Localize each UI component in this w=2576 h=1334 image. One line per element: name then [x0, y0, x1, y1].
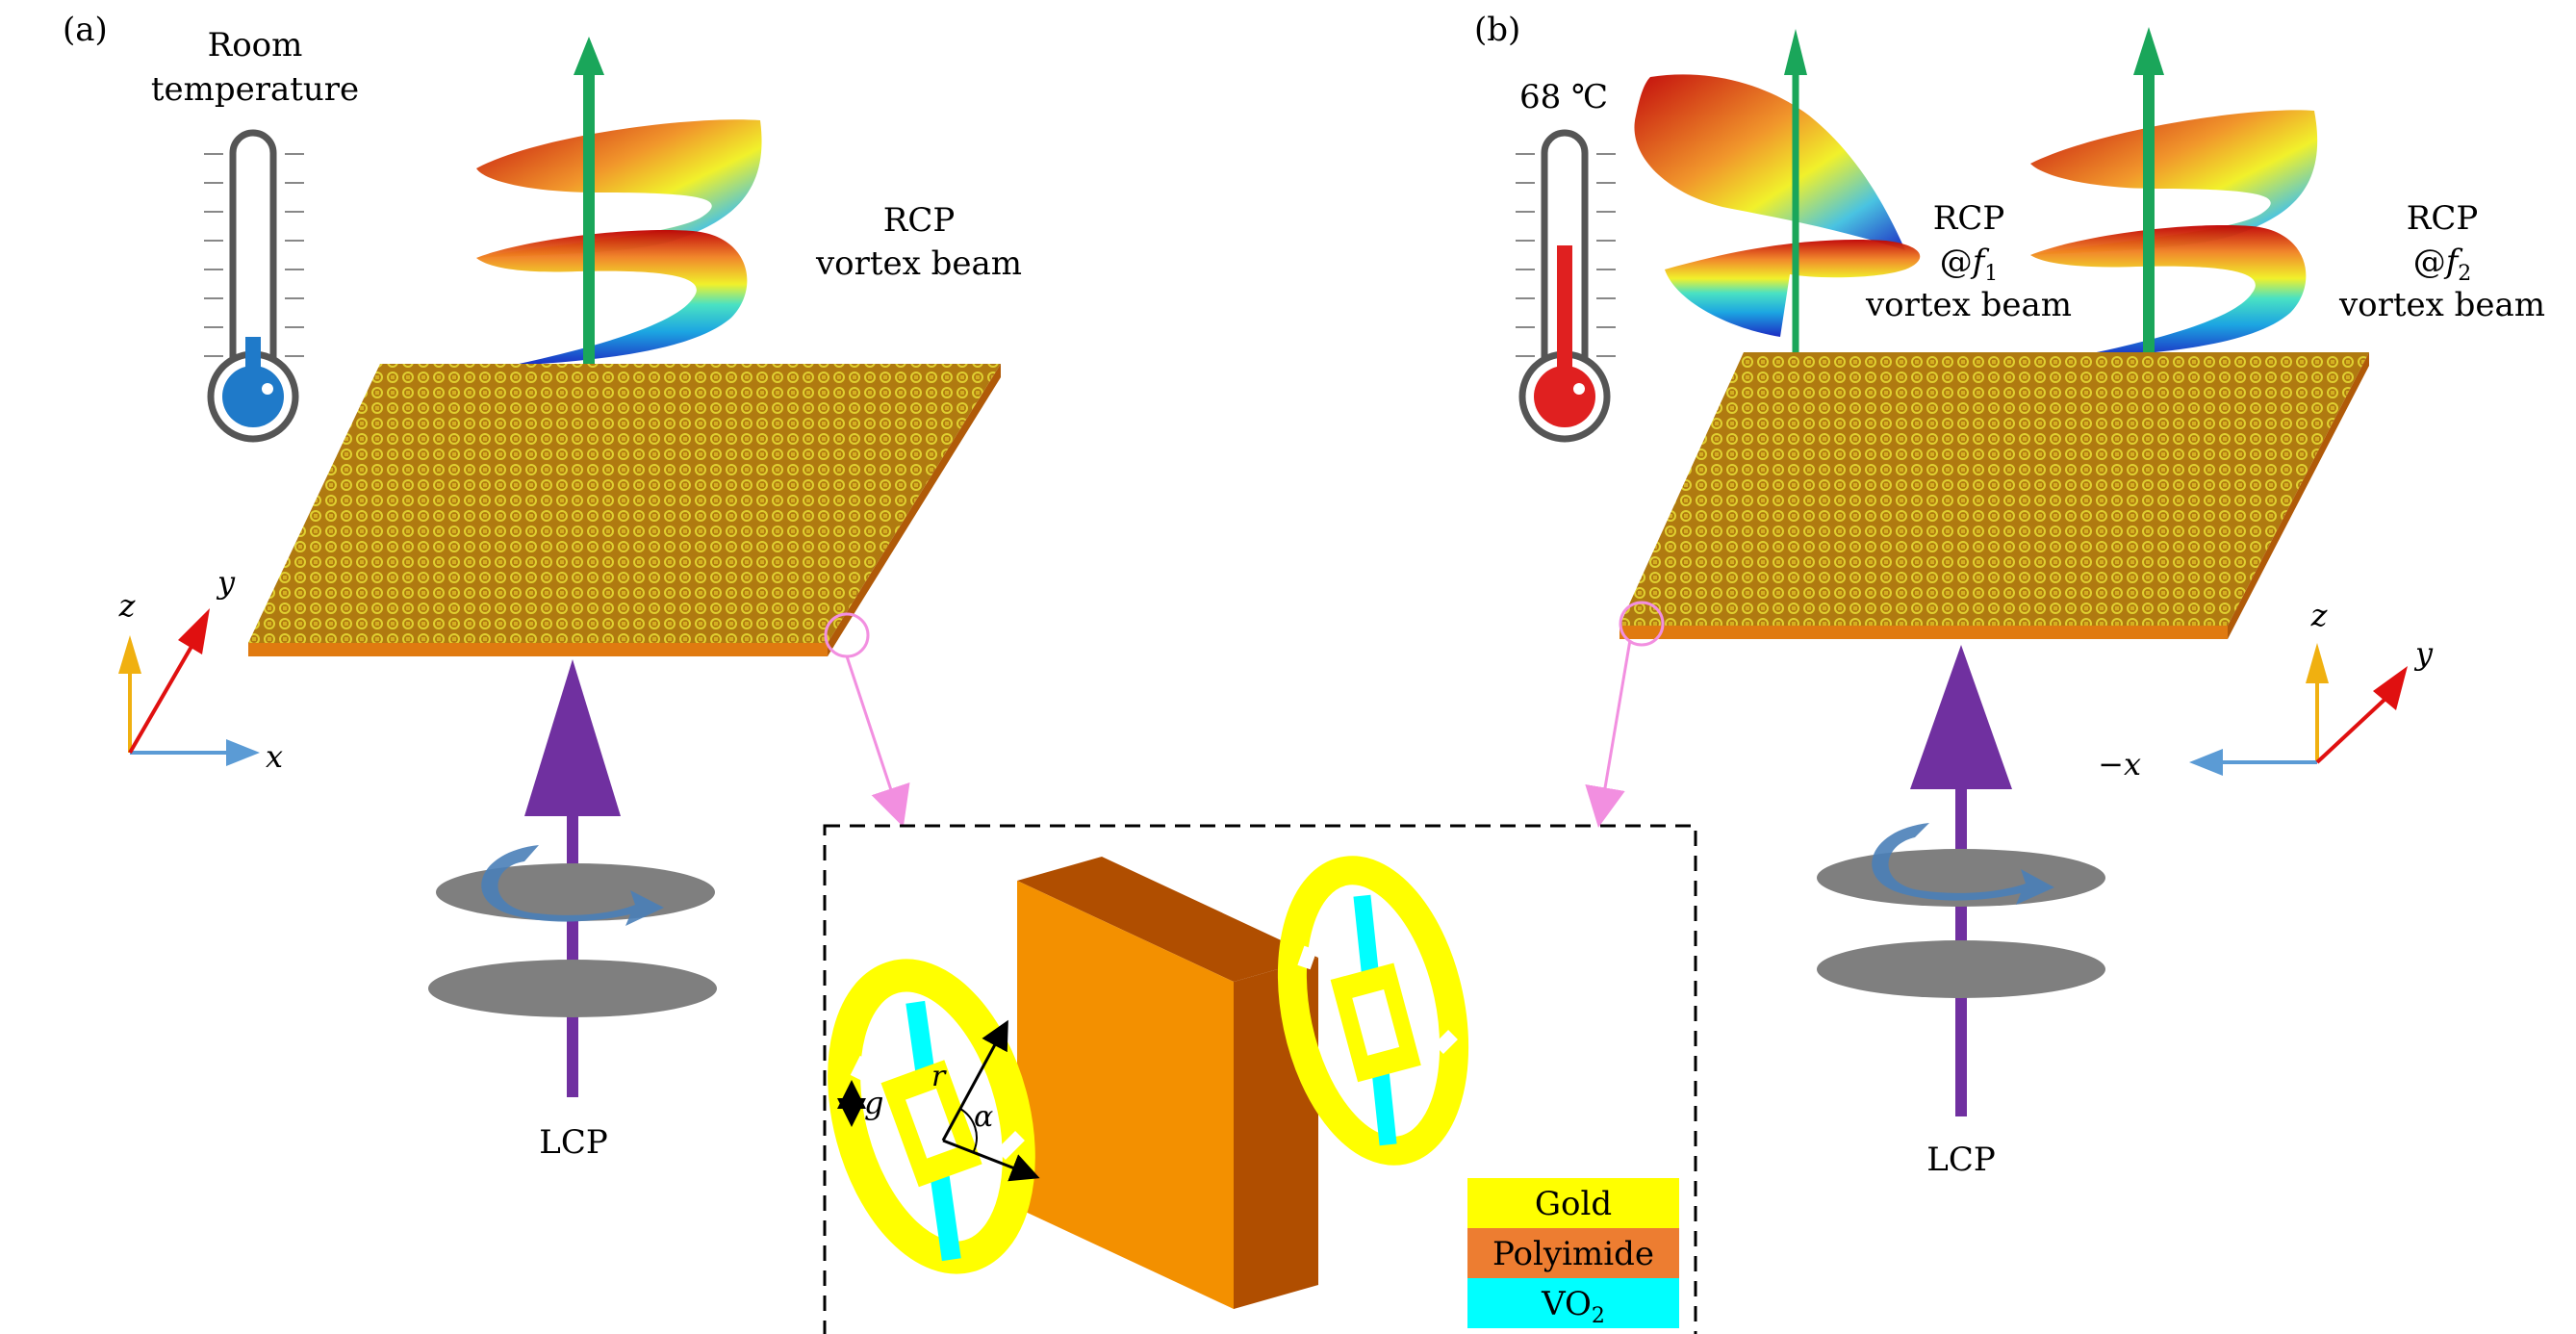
beam-label-line1: RCP: [883, 201, 956, 240]
axis-y-label-b: y: [2413, 635, 2434, 672]
temp-line1: Room: [208, 26, 303, 64]
legend-vo2-sub: 2: [1592, 1304, 1605, 1328]
beam-f2-line3: vortex beam: [2338, 286, 2545, 324]
legend-swatch-gold: [1467, 1178, 1679, 1228]
legend-swatch-polyimide: [1467, 1228, 1679, 1278]
panel-b-label: (b): [1474, 11, 1520, 49]
legend-vo2-label: VO2: [1541, 1285, 1605, 1328]
vortex-helix-f1-icon: [1634, 74, 1921, 337]
thermometer-hot-icon: 68 ℃: [1516, 78, 1616, 443]
param-r-label: r: [931, 1060, 947, 1093]
thermometer-cold-icon: Room temperature: [151, 26, 359, 443]
beam-f2-line1: RCP: [2407, 199, 2479, 238]
zoom-circle-b: [1619, 601, 1665, 647]
beam-label-line2: vortex beam: [815, 244, 1022, 283]
beam-f2-line2: @f2: [2413, 243, 2472, 286]
gold-ring-back: [1277, 856, 1469, 1166]
metasurface-plate-b: [1620, 352, 2369, 639]
axis-x-label-b: −x: [2098, 746, 2141, 782]
beam-f1-line1: RCP: [1933, 199, 2005, 238]
beam-f2-sub: 2: [2458, 262, 2471, 286]
axis-y-label: y: [216, 564, 236, 601]
legend-vo2-text: VO: [1541, 1285, 1592, 1323]
beam-f1-sub: 1: [1984, 262, 1998, 286]
beam-f2-at: @: [2413, 243, 2446, 281]
beam-f1-at: @: [1940, 243, 1973, 281]
param-g-label: g: [864, 1085, 883, 1121]
param-alpha-label: α: [974, 1100, 993, 1134]
lcp-source-b: LCP: [1817, 645, 2105, 1179]
legend-polyimide-label: Polyimide: [1492, 1235, 1654, 1273]
axes-b: z y −x: [2098, 597, 2434, 782]
panel-a: (a) Room temperature: [63, 11, 1022, 1162]
vortex-helix-icon: [476, 119, 762, 366]
temp-value: 68 ℃: [1519, 78, 1608, 116]
temp-line2: temperature: [151, 70, 359, 109]
axis-x-label: x: [266, 738, 283, 775]
axes-a: z y x: [118, 564, 283, 775]
metasurface-plate: [248, 364, 1001, 656]
legend-gold-label: Gold: [1535, 1185, 1612, 1223]
material-legend: Gold Polyimide VO2: [1467, 1178, 1679, 1328]
gold-ring-front: [828, 959, 1035, 1274]
beam-f1-line2: @f1: [1940, 243, 1999, 286]
axis-z-label: z: [118, 587, 137, 624]
panel-a-label: (a): [63, 11, 108, 49]
axis-z-label-b: z: [2310, 597, 2329, 633]
lcp-label-a: LCP: [539, 1123, 607, 1162]
panel-b: (b) 68 ℃: [1474, 11, 2545, 1179]
lcp-source: LCP: [428, 659, 717, 1162]
lcp-label-b: LCP: [1926, 1141, 1995, 1179]
vortex-helix-f2-icon: [2030, 110, 2318, 358]
beam-f1-line3: vortex beam: [1865, 286, 2072, 324]
legend-swatch-vo2: [1467, 1278, 1679, 1328]
unit-cell-inset: g r α Gold Polyimide VO2: [823, 824, 1697, 1334]
